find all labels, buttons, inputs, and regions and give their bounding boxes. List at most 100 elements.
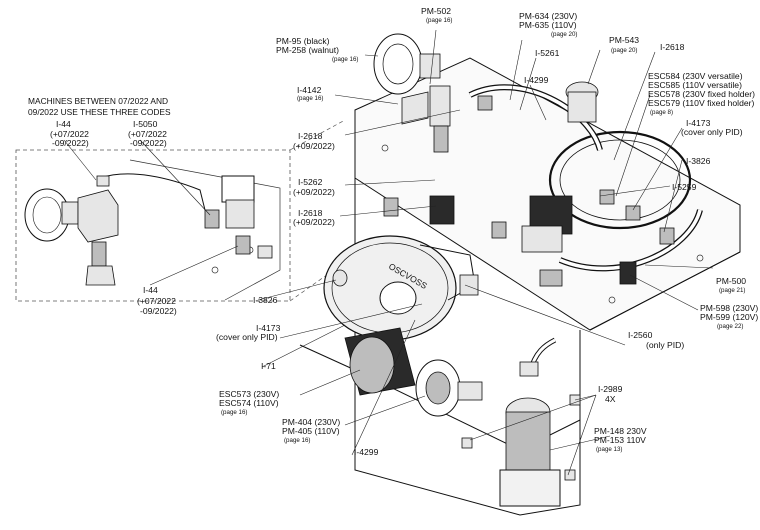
group-column (429, 85, 451, 127)
label-pm95: PM-95 (black) (276, 36, 330, 46)
leader (261, 324, 346, 368)
small-solenoid (429, 195, 455, 225)
inset-gauge-face (32, 196, 62, 234)
label-esc573: ESC573 (230V) (219, 389, 279, 399)
label-i4142-page: (page 16) (297, 95, 324, 102)
fitting (625, 205, 641, 221)
pressure-gauge-stem (419, 53, 441, 79)
label-esc574-page: (page 16) (221, 409, 248, 416)
leader-lines (63, 29, 714, 476)
inset-detail (15, 119, 356, 302)
label-i2560-sub: (only PID) (646, 340, 684, 350)
leader (587, 49, 601, 85)
inset-base-nut (85, 265, 116, 286)
label-i5050: I-5050 (133, 119, 158, 129)
label-i44-b: I-44 (143, 285, 158, 295)
label-i3826-left: I-3826 (253, 295, 278, 305)
plate-hole (696, 254, 704, 262)
inset-hole (211, 266, 219, 274)
leader (139, 139, 211, 216)
label-i44-a-sub1: (+07/2022 (50, 129, 89, 139)
label-i5050-sub1: (+07/2022 (128, 129, 167, 139)
label-i2618-a-sub: (+09/2022) (293, 141, 335, 151)
leader (299, 369, 361, 396)
leader (599, 185, 671, 197)
inset-valve-block (77, 189, 119, 243)
label-i4173-left: I-4173 (256, 323, 281, 333)
label-i4299-bottom: I-4299 (354, 447, 379, 457)
label-i4299-top: I-4299 (524, 75, 549, 85)
label-pm153-page: (page 13) (596, 446, 623, 453)
steam-knob-body (567, 91, 597, 123)
label-esc574: ESC574 (110V) (219, 398, 279, 408)
boiler-ring-inner (559, 139, 681, 221)
label-pm500: PM-500 (716, 276, 746, 286)
leader (351, 319, 416, 456)
label-i5050-sub2: -09/2022) (130, 138, 167, 148)
label-i44-b-sub2: -09/2022) (140, 306, 177, 316)
label-i2560: I-2560 (628, 330, 653, 340)
label-pm599-page: (page 22) (717, 323, 744, 330)
label-i4173-right-sub: (cover only PID) (681, 127, 743, 137)
leader (334, 94, 399, 105)
label-pm405-page: (page 16) (284, 437, 311, 444)
label-i5261: I-5261 (535, 48, 560, 58)
boiler-thermostat (332, 269, 348, 287)
pump-fitting (519, 361, 539, 377)
motor-end (349, 336, 395, 394)
label-pm599: PM-599 (120V) (700, 312, 758, 322)
leader (644, 264, 714, 269)
leader (567, 394, 597, 476)
callouts: MACHINES BETWEEN 07/2022 AND 09/2022 USE… (28, 6, 758, 457)
inset-gauge-stem (61, 201, 79, 225)
label-esc579: ESC579 (110V fixed holder) (648, 98, 755, 108)
label-pm148: PM-148 230V (594, 426, 647, 436)
leader (469, 394, 597, 441)
fitting (539, 269, 563, 287)
leader (574, 394, 597, 401)
label-esc584: ESC584 (230V versatile) (648, 71, 743, 81)
label-i5259: I-5259 (672, 182, 697, 192)
label-i4173-left-sub: (cover only PID) (216, 332, 278, 342)
plate-hole (608, 296, 616, 304)
fitting (383, 197, 399, 217)
label-pm500-page: (page 21) (719, 287, 746, 294)
label-pm635-page: (page 20) (551, 31, 578, 38)
fitting (477, 95, 493, 111)
label-pm502-page: (page 16) (426, 17, 453, 24)
label-i5262-sub: (+09/2022) (293, 187, 335, 197)
leader (629, 274, 699, 311)
leader (149, 245, 239, 286)
label-esc585: ESC585 (110V versatile) (648, 80, 742, 90)
leader (509, 39, 523, 101)
plate-edge (589, 251, 741, 331)
fitting (659, 227, 675, 245)
label-pm543: PM-543 (609, 35, 639, 45)
label-pm543-page: (page 20) (611, 47, 638, 54)
leader (344, 179, 436, 186)
inset-frame (15, 149, 291, 302)
label-pm258-page: (page 16) (332, 56, 359, 63)
label-pm502: PM-502 (421, 6, 451, 16)
label-pm258: PM-258 (walnut) (276, 45, 339, 55)
pressostat (619, 261, 637, 285)
label-pm634: PM-634 (230V) (519, 11, 577, 21)
leader (279, 303, 423, 339)
leader (464, 284, 626, 346)
leader (344, 395, 426, 426)
label-i2989: I-2989 (598, 384, 623, 394)
leader (429, 29, 437, 85)
inset-solenoid-inlet (204, 209, 220, 229)
leader (344, 109, 461, 136)
valve-block (401, 91, 429, 125)
boiler-port (379, 281, 417, 315)
inset-solenoid-outlet (235, 235, 251, 255)
fitting (491, 221, 507, 239)
fitting (599, 189, 615, 205)
inset-fitting (96, 175, 110, 187)
inset-solenoid-body (225, 199, 255, 229)
inset-pipe (99, 173, 206, 211)
label-i2618-a: I-2618 (298, 131, 323, 141)
pipe-top-loop-inner (469, 85, 602, 151)
inset-solenoid-coil (221, 175, 255, 203)
